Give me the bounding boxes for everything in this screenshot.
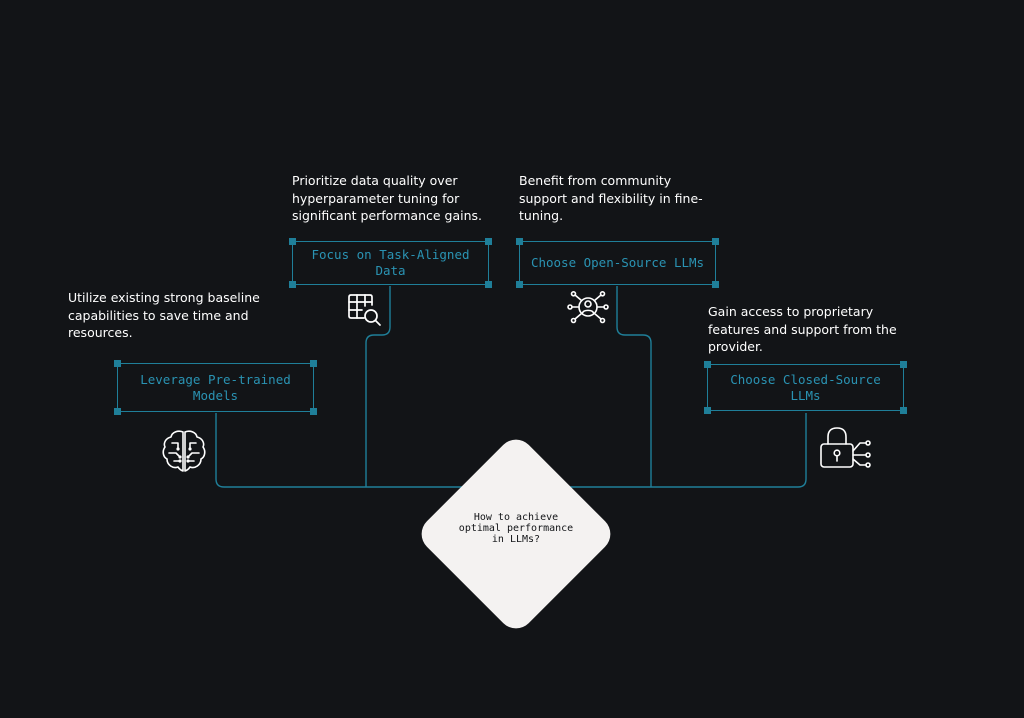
option-box-closed-source: Choose Closed-Source LLMs [704,361,907,414]
option-title: Leverage Pre-trained Models [140,371,291,403]
center-question: How to achieve optimal performance in LL… [458,512,574,545]
lock-network-icon [820,427,871,468]
option-description: Prioritize data quality over hyperparame… [292,173,483,223]
brain-circuit-icon [162,430,206,472]
option-title: Choose Closed-Source LLMs [730,371,881,403]
option-description: Benefit from community support and flexi… [519,173,703,223]
option-box-task-data: Focus on Task-Aligned Data [289,238,492,288]
option-box-pretrained: Leverage Pre-trained Models [114,360,317,415]
connector-task-data [365,286,391,487]
option-box-open-source: Choose Open-Source LLMs [516,238,719,288]
table-search-icon [348,294,381,326]
option-description: Gain access to proprietary features and … [708,304,897,354]
connector-open-source [616,286,652,487]
community-network-icon [567,290,609,324]
option-title: Choose Open-Source LLMs [530,255,705,270]
option-description: Utilize existing strong baseline capabil… [68,290,260,340]
option-title: Focus on Task-Aligned Data [311,247,470,278]
